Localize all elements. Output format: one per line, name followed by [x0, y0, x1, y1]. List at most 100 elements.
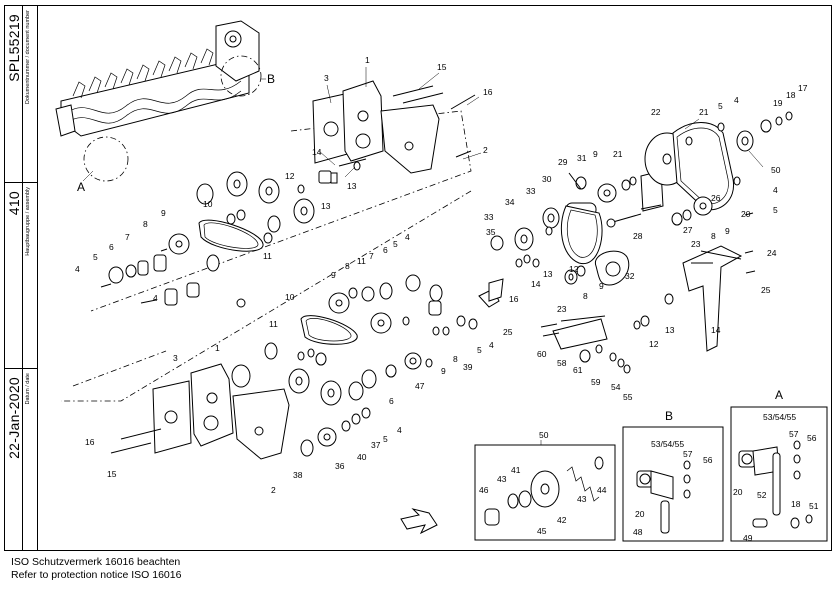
callout: 33 [526, 186, 536, 196]
view-letter-b: B [267, 72, 275, 86]
assembly-cell: Hauptbaugruppe / assembly 410 [5, 183, 37, 369]
center-drive [488, 170, 664, 374]
callout: 2 [483, 145, 488, 155]
callout: 45 [537, 526, 547, 536]
protection-notice: ISO Schutzvermerk 16016 beachten Refer t… [11, 556, 181, 582]
callout: 12 [649, 339, 659, 349]
callout: 13 [321, 201, 331, 211]
callout: 12 [285, 171, 295, 181]
callout: 16 [85, 437, 95, 447]
middle-left-row [140, 274, 500, 345]
callout: 41 [511, 465, 521, 475]
notice-line-de: ISO Schutzvermerk 16016 beachten [11, 556, 181, 568]
right-drive [640, 111, 793, 226]
callout: 51 [809, 501, 819, 511]
callout: 11 [357, 256, 366, 266]
callout: 53/54/55 [651, 439, 684, 449]
detail-title: 50 [539, 430, 549, 440]
callout: 21 [613, 149, 623, 159]
callout: 4 [773, 185, 778, 195]
callout: 44 [597, 485, 607, 495]
callout: 9 [725, 226, 730, 236]
callout: 19 [773, 98, 783, 108]
callout: 25 [503, 327, 513, 337]
callout: 61 [573, 365, 583, 375]
drawing-frame: Dokumentnummer / document number SPL5521… [4, 5, 832, 551]
callout: 6 [389, 396, 394, 406]
date-label: Datum / date [25, 373, 31, 405]
upper-left-row [100, 171, 315, 288]
callouts-mid-left: 10 9 8 11 7 6 5 4 11 6 47 39 9 8 5 4 25 [269, 232, 513, 406]
callout: 50 [771, 165, 781, 175]
callout: 6 [383, 245, 388, 255]
callout: 7 [125, 232, 130, 242]
callout: 4 [405, 232, 410, 242]
callout: 32 [625, 271, 635, 281]
detail-title: A [775, 388, 783, 402]
date-value: 22-Jan-2020 [6, 377, 22, 459]
callout: 3 [173, 353, 178, 363]
doc-number-label: Dokumentnummer / document number [25, 10, 31, 105]
callout: 25 [761, 285, 771, 295]
callout: 5 [93, 252, 98, 262]
callout: 39 [463, 362, 473, 372]
callout: 23 [691, 239, 701, 249]
callout: 57 [683, 449, 693, 459]
callout: 22 [651, 107, 661, 117]
callout: 54 [611, 382, 621, 392]
date-cell: Datum / date 22-Jan-2020 [5, 369, 37, 550]
callout: 5 [773, 205, 778, 215]
leader-lines [318, 67, 764, 178]
callouts-upper-left: 1 3 15 16 2 14 12 13 13 10 9 8 7 6 5 4 1… [75, 55, 493, 303]
callout: 13 [665, 325, 675, 335]
callout: 37 [371, 440, 381, 450]
callout: 5 [477, 345, 482, 355]
callout: 16 [509, 294, 519, 304]
callout: 11 [263, 251, 272, 261]
callout: 9 [161, 208, 166, 218]
callout: 13 [347, 181, 357, 191]
callout: 46 [479, 485, 489, 495]
callout: 5 [383, 434, 388, 444]
callout: 4 [75, 264, 80, 274]
callout: 48 [633, 527, 643, 537]
callout: 18 [791, 499, 801, 509]
callouts-right: 22 21 5 4 19 18 17 50 4 5 26 20 27 23 8 … [649, 83, 808, 349]
assembly-value: 410 [6, 191, 22, 216]
callout: 2 [271, 485, 276, 495]
notice-line-en: Refer to protection notice ISO 16016 [11, 569, 182, 581]
callouts-lower-left: 3 1 16 15 2 38 36 40 37 5 4 [85, 343, 402, 495]
callout: 14 [312, 147, 322, 157]
callout: 43 [497, 474, 507, 484]
callout: 4 [153, 293, 158, 303]
callout: 8 [345, 261, 350, 271]
title-block: Dokumentnummer / document number SPL5521… [5, 6, 38, 550]
callout: 12 [569, 264, 579, 274]
lower-left-row [231, 342, 433, 457]
callout: 35 [486, 227, 496, 237]
callout: 10 [285, 292, 295, 302]
detail-box-a: A 53/54/55 57 56 20 52 18 51 49 [730, 388, 828, 543]
callout: 59 [591, 377, 601, 387]
callout: 7 [369, 251, 374, 261]
callout: 29 [558, 157, 568, 167]
doc-number-cell: Dokumentnummer / document number SPL5521… [5, 6, 37, 183]
upper-side-plates [312, 80, 440, 174]
callout: 55 [623, 392, 633, 402]
callout: 5 [393, 239, 398, 249]
callout: 8 [453, 354, 458, 364]
callout: 13 [543, 269, 553, 279]
callout: 4 [734, 95, 739, 105]
callout: 58 [557, 358, 567, 368]
callout: 5 [718, 101, 723, 111]
callout: 1 [215, 343, 220, 353]
callout: 43 [577, 494, 587, 504]
callout: 4 [489, 340, 494, 350]
callout: 42 [557, 515, 567, 525]
detail-title: B [665, 409, 673, 423]
overview-assembly: A B [55, 20, 275, 194]
direction-arrow-icon [400, 508, 438, 535]
callout: 9 [593, 149, 598, 159]
callout: 20 [741, 209, 751, 219]
callout: 26 [711, 193, 721, 203]
